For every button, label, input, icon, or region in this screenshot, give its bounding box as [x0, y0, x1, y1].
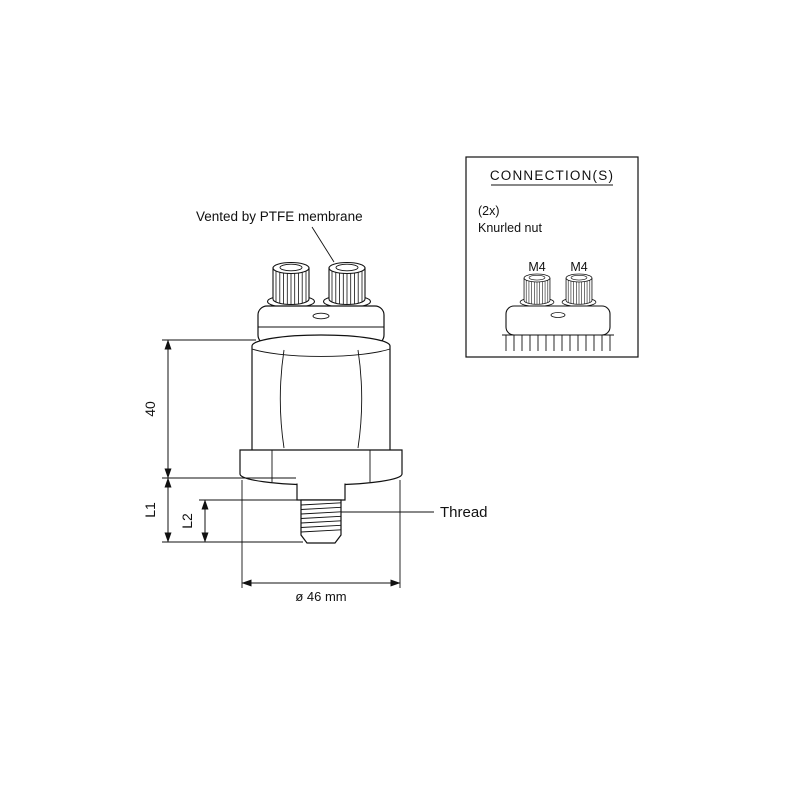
sensor-body — [251, 334, 391, 451]
dim-label-l2: L2 — [179, 513, 195, 529]
vented-label: Vented by PTFE membrane — [196, 209, 363, 224]
connection-qty-label: (2x) — [478, 204, 500, 218]
thread-section — [300, 499, 342, 544]
knurled-nut-right — [322, 261, 372, 309]
m4-label-right: M4 — [570, 260, 587, 274]
body-contour-lines — [279, 349, 363, 449]
body-shoulder-line — [251, 348, 391, 357]
mini-body-lines — [505, 335, 611, 351]
thread-label: Thread — [440, 504, 488, 521]
sensor-neck — [296, 481, 346, 501]
vent-slot — [312, 312, 330, 320]
flange-facet-lines — [271, 450, 371, 482]
hex-flange — [239, 449, 403, 486]
knurled-nut-left — [266, 261, 316, 309]
connection-box-title: CONNECTION(S) — [490, 168, 614, 183]
sensor-top-cap — [257, 305, 385, 345]
m4-label-left: M4 — [528, 260, 545, 274]
dim-label-l1: L1 — [142, 502, 158, 518]
thread-lines — [300, 502, 342, 533]
dim-label-40: 40 — [142, 401, 158, 417]
connection-box: CONNECTION(S) (2x) Knurled nut M4 M4 — [465, 156, 639, 358]
connection-type-label: Knurled nut — [478, 221, 542, 235]
mini-knurled-nut-right — [561, 273, 597, 307]
vented-leader-line — [311, 226, 335, 263]
mini-knurled-nut-left — [519, 273, 555, 307]
mini-sensor-cap — [502, 305, 614, 351]
diameter-label: ø 46 mm — [295, 589, 346, 604]
